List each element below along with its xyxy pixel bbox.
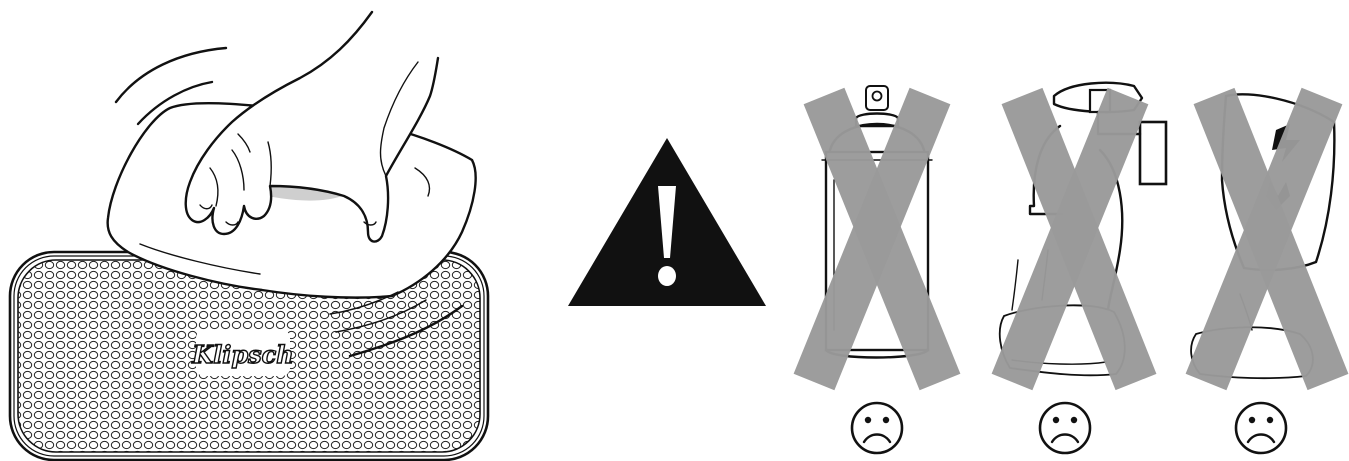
sad-face-icon <box>852 403 902 453</box>
sad-face-icon <box>1040 403 1090 453</box>
speaker-logo: Klipsch <box>191 330 293 376</box>
prohibited-item-3 <box>1191 94 1334 453</box>
warning-triangle-icon <box>568 138 766 306</box>
sad-face-icon <box>1236 403 1286 453</box>
prohibited-item-2 <box>1000 83 1166 453</box>
prohibited-item-1 <box>814 86 940 453</box>
speaker-logo-text: Klipsch <box>191 340 293 369</box>
speaker-cleaning-illustration: Klipsch <box>10 12 488 460</box>
